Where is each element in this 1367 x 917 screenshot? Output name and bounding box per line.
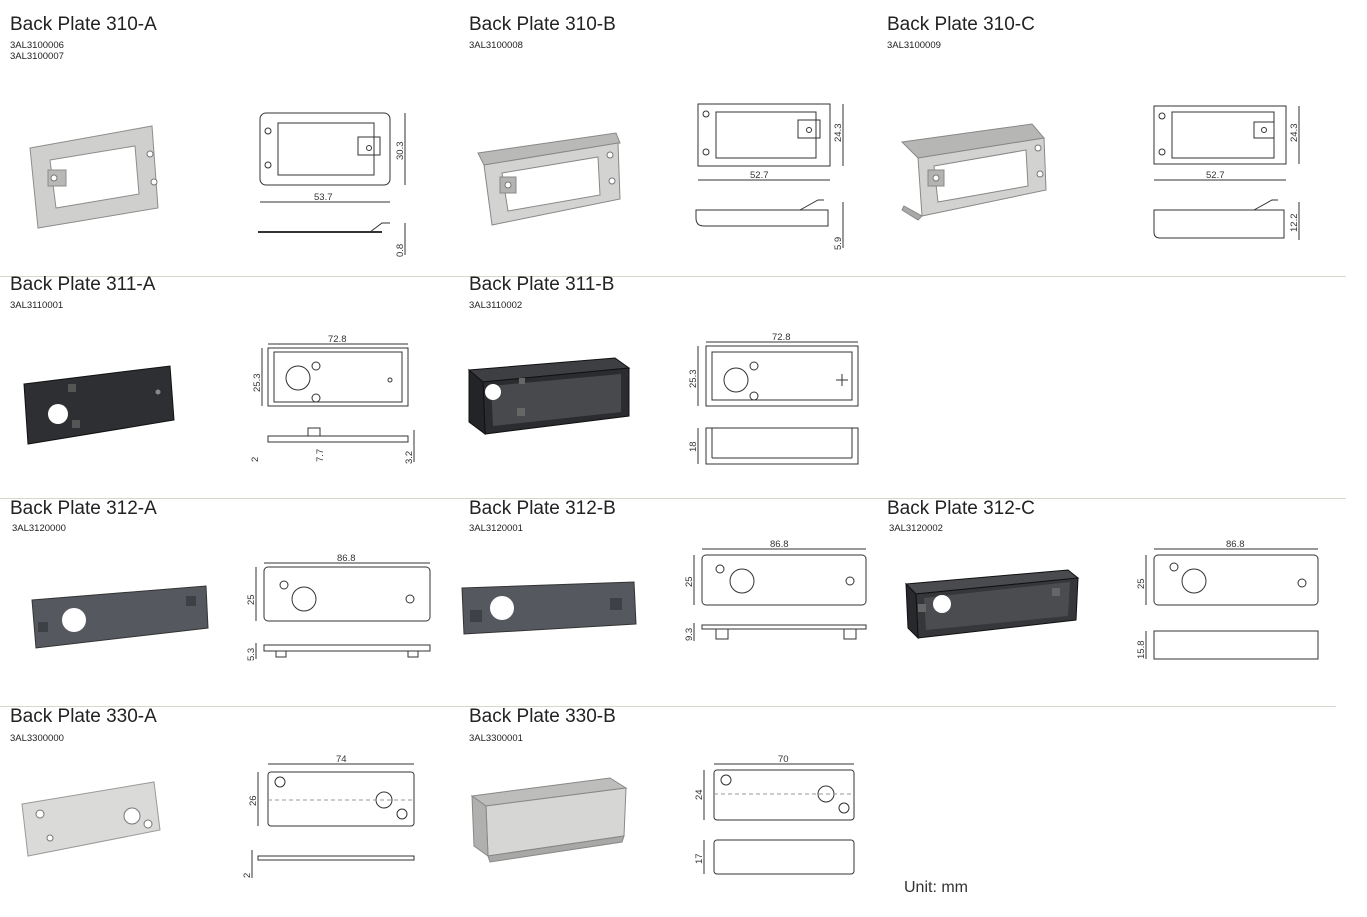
section-title-310b: Back Plate 310-B xyxy=(469,14,616,35)
part-code: 3AL3100006 xyxy=(10,40,64,51)
dimension-label: 25.3 xyxy=(252,374,263,393)
dimension-label: 74 xyxy=(336,754,347,765)
dimension-label: 53.7 xyxy=(314,192,333,203)
section-title-312c: Back Plate 312-C xyxy=(887,498,1035,519)
dimension-label: 25 xyxy=(246,594,257,605)
dimension-label: 24 xyxy=(694,789,705,800)
dimension-label: 86.8 xyxy=(337,553,356,564)
dimension-label: 52.7 xyxy=(750,170,769,181)
section-divider xyxy=(0,276,1346,277)
dimension-label: 72.8 xyxy=(772,332,791,343)
dimension-label: 30.3 xyxy=(395,142,406,161)
dimension-label: 72.8 xyxy=(328,334,347,345)
product-photo-312b xyxy=(461,581,637,635)
section-title-312a: Back Plate 312-A xyxy=(10,498,157,519)
dimension-label: 7.7 xyxy=(315,449,326,462)
dimension-label: 86.8 xyxy=(1226,539,1245,550)
product-photo-310a xyxy=(29,125,159,229)
product-photo-310c xyxy=(900,123,1047,221)
dimension-label: 3.2 xyxy=(404,451,415,464)
product-photo-330a xyxy=(21,781,161,857)
dimension-label: 26 xyxy=(248,795,259,806)
section-title-330b: Back Plate 330-B xyxy=(469,706,616,727)
product-photo-311b xyxy=(467,357,631,436)
section-title-312b: Back Plate 312-B xyxy=(469,498,616,519)
part-code: 3AL3120001 xyxy=(469,523,523,534)
dimension-label: 12.2 xyxy=(1289,214,1300,233)
section-title-311b: Back Plate 311-B xyxy=(469,274,615,295)
dimension-label: 15.8 xyxy=(1136,641,1147,660)
drawing-310b: 52.7 24.3 5.9 xyxy=(695,103,844,250)
section-title-311a: Back Plate 311-A xyxy=(10,274,156,295)
dimension-label: 2 xyxy=(250,457,261,462)
dimension-label: 5.9 xyxy=(833,237,844,250)
section-title-310a: Back Plate 310-A xyxy=(10,14,157,35)
part-code: 3AL3120002 xyxy=(889,523,943,534)
dimension-label: 9.3 xyxy=(684,628,695,641)
part-code: 3AL3100009 xyxy=(887,40,941,51)
part-code: 3AL3300000 xyxy=(10,733,64,744)
product-photo-311a xyxy=(23,365,175,445)
product-photo-312c xyxy=(904,569,1080,640)
dimension-label: 24.3 xyxy=(1289,124,1300,143)
part-code: 3AL3100008 xyxy=(469,40,523,51)
part-code: 3AL3300001 xyxy=(469,733,523,744)
drawing-330a: 74 26 2 xyxy=(242,754,415,878)
drawing-312b: 86.8 25 9.3 xyxy=(684,539,867,641)
dimension-label: 5.3 xyxy=(246,648,257,661)
dimension-label: 52.7 xyxy=(1206,170,1225,181)
dimension-label: 25.3 xyxy=(688,370,699,389)
drawing-312c: 86.8 25 15.8 xyxy=(1136,539,1319,660)
dimension-label: 0.8 xyxy=(395,244,406,257)
section-title-330a: Back Plate 330-A xyxy=(10,706,157,727)
drawing-312a: 86.8 25 5.3 xyxy=(246,553,431,661)
dimension-label: 18 xyxy=(688,441,699,452)
dimension-label: 24.3 xyxy=(833,124,844,143)
product-photo-310b xyxy=(477,132,621,226)
drawing-311b: 72.8 25.3 18 xyxy=(688,332,859,465)
drawing-310c: 52.7 24.3 12.2 xyxy=(1153,105,1300,240)
unit-label: Unit: mm xyxy=(904,879,968,896)
part-code: 3AL3120000 xyxy=(12,523,66,534)
part-code: 3AL3110002 xyxy=(469,300,523,311)
dimension-label: 70 xyxy=(778,754,789,765)
product-photo-330b xyxy=(470,777,628,863)
section-title-310c: Back Plate 310-C xyxy=(887,14,1035,35)
section-divider xyxy=(0,706,1336,707)
drawing-330b: 70 24 17 xyxy=(694,754,855,875)
dimension-label: 86.8 xyxy=(770,539,789,550)
product-photo-312a xyxy=(31,585,209,649)
drawing-311a: 72.8 25.3 2 7.7 3.2 xyxy=(250,334,415,464)
section-divider xyxy=(0,498,1346,499)
part-code: 3AL3100007 xyxy=(10,51,64,62)
part-code: 3AL3110001 xyxy=(10,300,64,311)
dimension-label: 17 xyxy=(694,853,705,864)
dimension-label: 2 xyxy=(242,873,253,878)
drawing-310a: 53.7 30.3 0.8 xyxy=(258,112,406,257)
dimension-label: 25 xyxy=(1136,578,1147,589)
dimension-label: 25 xyxy=(684,576,695,587)
